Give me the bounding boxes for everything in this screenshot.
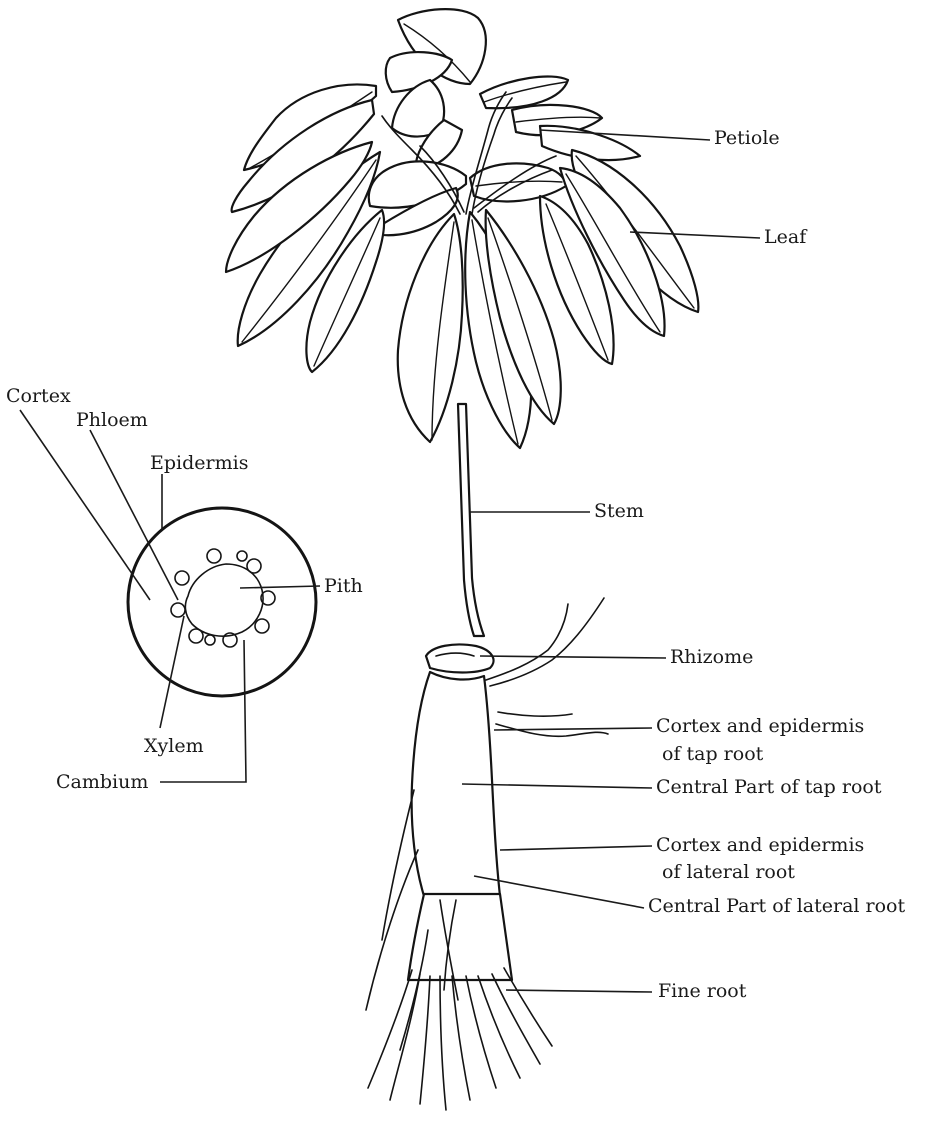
label-xylem: Xylem (144, 735, 204, 757)
label-fine-root: Fine root (658, 980, 747, 1002)
label-stem: Stem (594, 500, 644, 522)
label-epidermis: Epidermis (150, 452, 248, 474)
label-leaf: Leaf (764, 226, 808, 248)
leaf (398, 214, 463, 442)
label-central-tap-root: Central Part of tap root (656, 776, 882, 798)
label-rhizome: Rhizome (670, 646, 753, 668)
label-cambium: Cambium (56, 771, 148, 793)
stem-cross-section (128, 508, 316, 696)
leaf-canopy (226, 9, 698, 448)
rhizome (426, 644, 494, 672)
label-cortex: Cortex (6, 385, 71, 407)
label-pith: Pith (324, 575, 363, 597)
leaf (480, 76, 568, 108)
label-central-lateral-root: Central Part of lateral root (648, 895, 905, 917)
label-petiole: Petiole (714, 127, 780, 149)
label-cortex-epidermis-tap-line2: of tap root (662, 743, 764, 765)
epidermis-ring (128, 508, 316, 696)
label-phloem: Phloem (76, 409, 148, 431)
stem (458, 404, 484, 636)
label-cortex-epidermis-lateral-line1: Cortex and epidermis (656, 834, 864, 856)
label-cortex-epidermis-tap-line1: Cortex and epidermis (656, 715, 864, 737)
label-cortex-epidermis-lateral-line2: of lateral root (662, 861, 795, 883)
root-system (366, 598, 608, 1110)
